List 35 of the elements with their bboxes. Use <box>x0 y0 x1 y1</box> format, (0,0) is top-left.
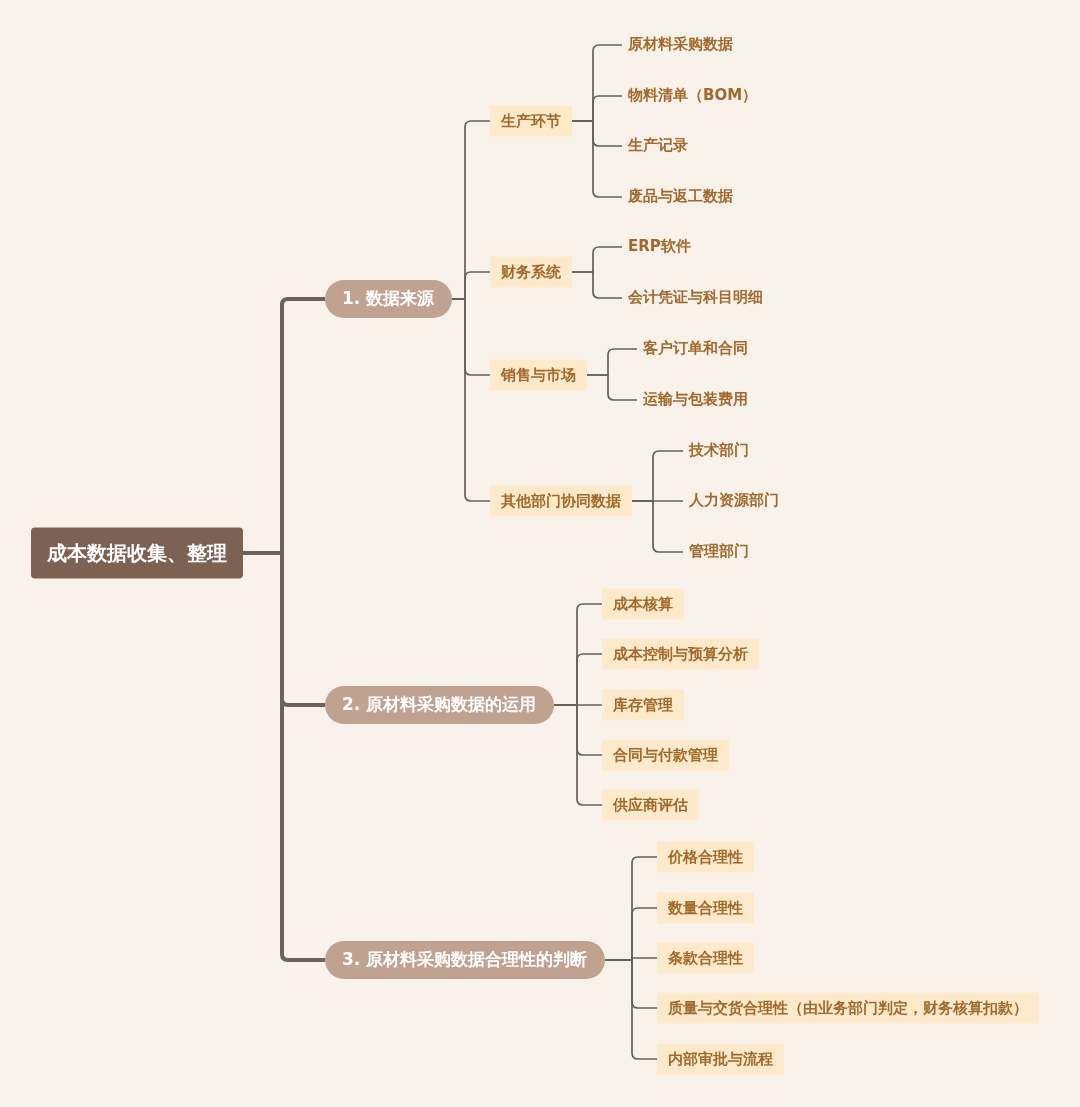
subtopic-box: 条款合理性 <box>657 942 754 974</box>
leaf-topic-text: 原材料采购数据 <box>622 33 737 57</box>
subtopic-box: 内部审批与流程 <box>657 1043 784 1075</box>
leaf-topic-text: 技术部门 <box>683 439 753 463</box>
leaf-topic-text: 生产记录 <box>622 134 692 158</box>
subtopic-box: 合同与付款管理 <box>602 739 729 771</box>
subtopic-box: 其他部门协同数据 <box>490 485 632 517</box>
branch-topic-pill: 1. 数据来源 <box>325 280 453 318</box>
connector-line <box>571 271 623 299</box>
leaf-topic-text: ERP软件 <box>622 235 695 259</box>
subtopic-box: 库存管理 <box>602 689 684 721</box>
connector-line <box>451 298 491 502</box>
subtopic-box: 成本控制与预算分析 <box>602 638 759 670</box>
connector-line <box>631 500 684 553</box>
branch-topic-pill: 3. 原材料采购数据合理性的判断 <box>325 941 606 979</box>
subtopic-box: 价格合理性 <box>657 841 754 873</box>
central-topic-box: 成本数据收集、整理 <box>31 527 243 579</box>
subtopic-box: 供应商评估 <box>602 789 699 821</box>
leaf-topic-text: 废品与返工数据 <box>622 185 737 209</box>
leaf-topic-text: 会计凭证与科目明细 <box>622 286 767 310</box>
leaf-topic-text: 物料清单（BOM） <box>622 84 762 108</box>
connector-line <box>571 120 623 198</box>
leaf-topic-text: 管理部门 <box>683 540 753 564</box>
subtopic-box: 成本核算 <box>602 588 684 620</box>
subtopic-box: 财务系统 <box>490 256 572 288</box>
connector-line <box>604 959 658 1060</box>
leaf-topic-text: 人力资源部门 <box>683 489 783 513</box>
leaf-topic-text: 运输与包装费用 <box>637 388 752 412</box>
branch-topic-pill: 2. 原材料采购数据的运用 <box>325 686 555 724</box>
connector-line <box>586 374 638 401</box>
leaf-topic-text: 客户订单和合同 <box>637 337 752 361</box>
subtopic-box: 质量与交货合理性（由业务部门判定，财务核算扣款） <box>657 992 1039 1024</box>
subtopic-box: 销售与市场 <box>490 359 587 391</box>
subtopic-box: 生产环节 <box>490 105 572 137</box>
subtopic-box: 数量合理性 <box>657 892 754 924</box>
